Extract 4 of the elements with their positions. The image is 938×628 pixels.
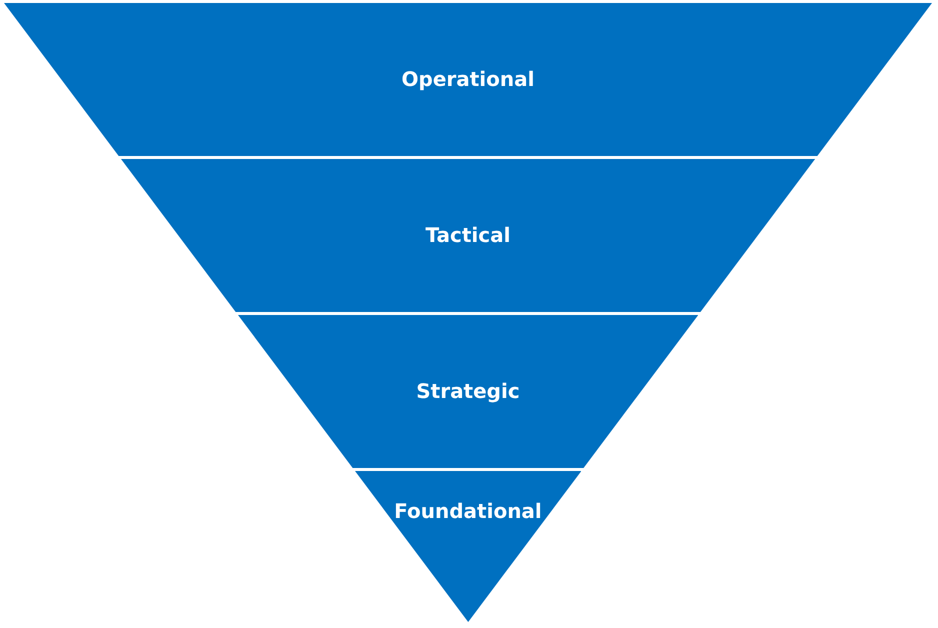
band-label: Foundational [394, 499, 542, 523]
band-label: Strategic [416, 379, 520, 403]
band-label: Operational [402, 67, 534, 91]
band-label: Tactical [425, 223, 510, 247]
